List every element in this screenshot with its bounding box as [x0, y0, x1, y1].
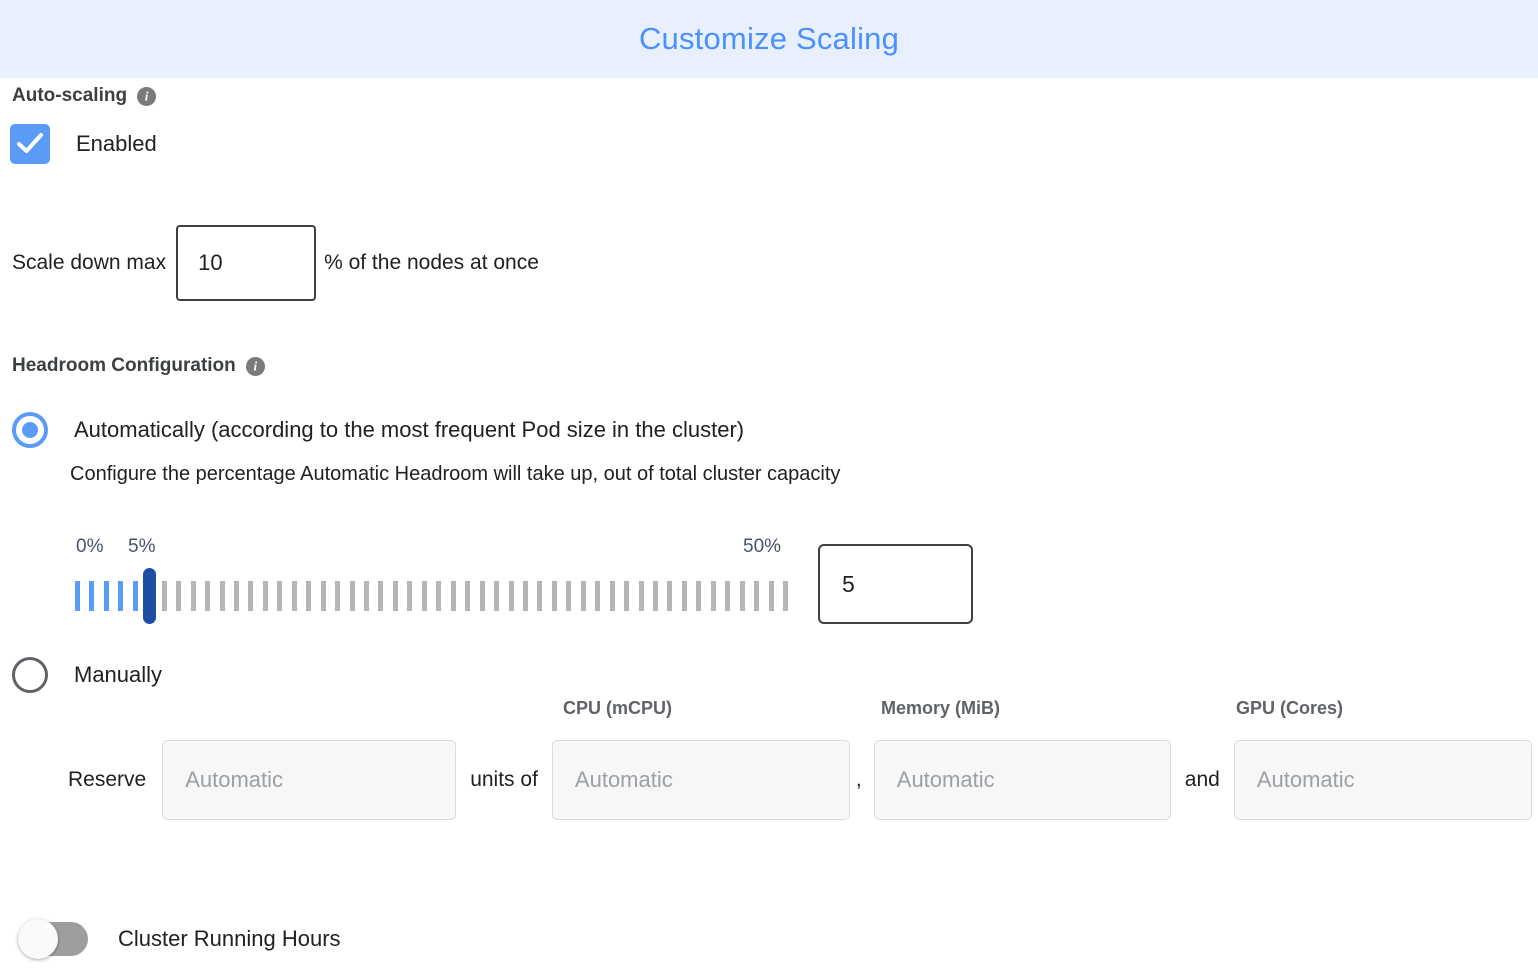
slider-tick [103, 581, 109, 611]
reserve-cpu-input[interactable]: Automatic [551, 740, 850, 820]
slider-tick [407, 581, 413, 611]
autoscaling-enabled-label: Enabled [76, 131, 157, 156]
slider-tick [537, 581, 543, 611]
scale-down-max-row: Scale down max 10 % of the nodes at once [12, 225, 539, 301]
reserve-label: Reserve [68, 768, 147, 791]
slider-track[interactable] [75, 568, 805, 624]
slider-tick [205, 581, 211, 611]
slider-tick [320, 581, 326, 611]
slider-tick [681, 581, 687, 611]
headroom-manual-option[interactable]: Manually [12, 657, 162, 693]
slider-tick [566, 581, 572, 611]
slider-tick [233, 581, 239, 611]
slider-tick [161, 581, 167, 611]
slider-tick [364, 581, 369, 611]
slider-tick [609, 581, 615, 611]
cluster-running-hours-row: Cluster Running Hours [18, 919, 341, 959]
radio-manually-label: Manually [74, 662, 163, 687]
autoscaling-section-title: Auto-scaling i [12, 85, 157, 107]
slider-tick [494, 581, 500, 611]
slider-tick [667, 581, 673, 611]
slider-tick [436, 581, 442, 611]
slider-tick [725, 581, 731, 611]
scale-down-max-input[interactable]: 10 [176, 225, 317, 301]
headroom-automatic-description: Configure the percentage Automatic Headr… [70, 463, 841, 485]
slider-tick [624, 581, 630, 611]
toggle-knob [18, 919, 58, 959]
slider-tick [349, 581, 355, 611]
reserve-gpu-input[interactable]: Automatic [1233, 740, 1532, 820]
radio-automatic[interactable] [12, 412, 48, 448]
slider-tick [768, 581, 774, 611]
reserve-header-cpu: CPU (mCPU) [563, 698, 673, 718]
slider-tick [306, 581, 312, 611]
slider-tick [580, 581, 586, 611]
reserve-units-input[interactable]: Automatic [162, 740, 457, 820]
slider-tick [335, 581, 341, 611]
autoscaling-enabled-checkbox[interactable] [10, 124, 50, 164]
cluster-running-hours-label: Cluster Running Hours [118, 926, 341, 951]
info-icon-autoscaling[interactable]: i [137, 86, 157, 106]
slider-tick [696, 581, 702, 611]
slider-tick [176, 581, 182, 611]
headroom-percentage-input[interactable]: 5 [818, 544, 973, 624]
slider-tick [421, 581, 427, 611]
slider-tick [551, 581, 557, 611]
slider-tick [638, 581, 644, 611]
header-banner: Customize Scaling [0, 0, 1538, 78]
slider-tick [465, 581, 471, 611]
cluster-running-hours-toggle[interactable] [18, 919, 88, 959]
slider-tick [508, 581, 514, 611]
slider-thumb[interactable] [143, 568, 157, 624]
slider-tick [595, 581, 601, 611]
slider-tick [190, 581, 196, 611]
radio-manually[interactable] [12, 657, 48, 693]
slider-tick [392, 581, 398, 611]
slider-tick [219, 581, 225, 611]
reserve-row: Reserve Automatic units of Automatic , A… [68, 740, 1532, 820]
slider-tick [262, 581, 268, 611]
info-icon-headroom[interactable]: i [245, 356, 265, 376]
reserve-units-of-label: units of [470, 768, 538, 791]
slider-tick [75, 581, 80, 611]
checkmark-icon [17, 133, 43, 153]
slider-tick [710, 581, 716, 611]
radio-automatic-label: Automatically (according to the most fre… [74, 417, 745, 442]
reserve-header-memory: Memory (MiB) [881, 698, 1001, 718]
headroom-automatic-option[interactable]: Automatically (according to the most fre… [12, 412, 744, 448]
slider-tick [378, 581, 384, 611]
slider-min-label: 0% [76, 536, 104, 557]
scale-down-max-label: Scale down max [12, 251, 167, 274]
slider-tick [450, 581, 456, 611]
slider-tick [783, 581, 789, 611]
reserve-comma-separator: , [855, 768, 862, 791]
autoscaling-enabled-row: Enabled [10, 124, 157, 164]
reserve-header-gpu: GPU (Cores) [1236, 698, 1344, 718]
headroom-percentage-slider[interactable]: 0% 5% 50% [75, 536, 805, 624]
slider-current-label: 5% [128, 536, 156, 557]
scale-down-max-suffix: % of the nodes at once [324, 251, 539, 274]
slider-tick [248, 581, 254, 611]
slider-tick [277, 581, 283, 611]
slider-tick [118, 581, 124, 611]
slider-tick [739, 581, 745, 611]
autoscaling-section-label: Auto-scaling [12, 85, 128, 106]
headroom-section-title: Headroom Configuration i [12, 355, 265, 377]
reserve-memory-input[interactable]: Automatic [873, 740, 1171, 820]
info-icon-glyph: i [144, 88, 149, 103]
slider-tick [291, 581, 297, 611]
reserve-column-headers: CPU (mCPU) Memory (MiB) GPU (Cores) [0, 698, 1538, 724]
headroom-section-label: Headroom Configuration [12, 355, 236, 376]
reserve-and-separator: and [1184, 768, 1220, 791]
slider-max-label: 50% [743, 536, 782, 557]
slider-tick [754, 581, 760, 611]
slider-tick [479, 581, 485, 611]
slider-tick [132, 581, 138, 611]
page-title: Customize Scaling [638, 21, 900, 56]
slider-tick [89, 581, 95, 611]
slider-tick-labels: 0% 5% 50% [75, 536, 805, 562]
slider-tick [653, 581, 658, 611]
slider-tick [522, 581, 528, 611]
info-icon-glyph: i [253, 358, 258, 373]
